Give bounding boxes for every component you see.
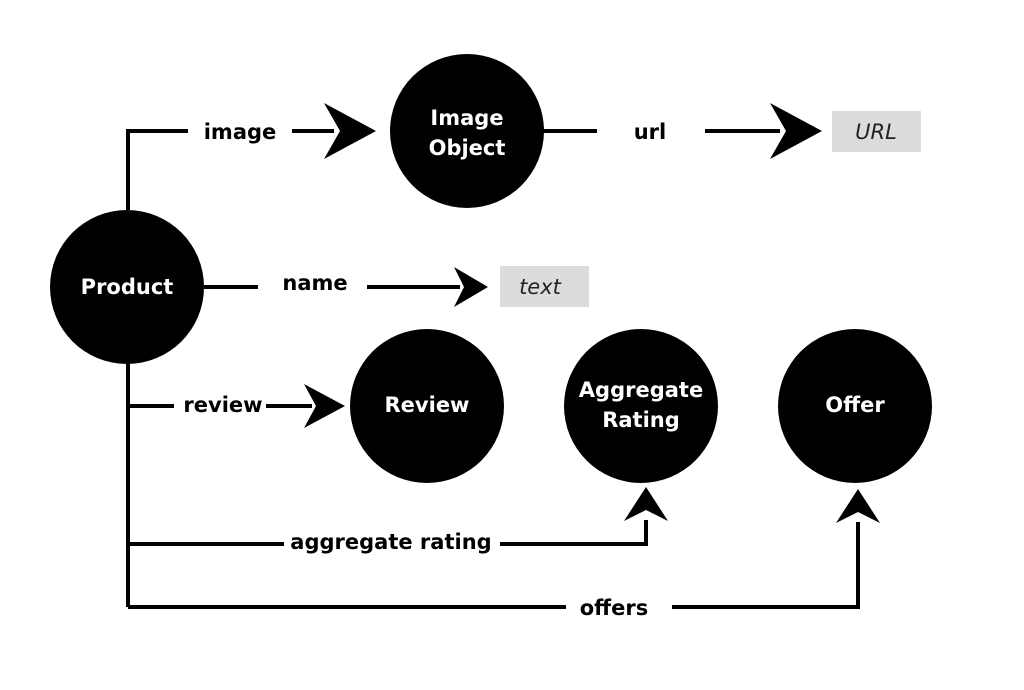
node-aggregate-rating-label-line1: Aggregate [579,378,703,402]
edge-label-review: review [183,393,262,417]
node-aggregate-rating-label-line2: Rating [602,408,680,432]
node-image-object-label-line1: Image [430,106,503,130]
edge-label-aggregate-rating: aggregate rating [290,530,491,554]
literal-text-box [500,266,589,307]
edge-review-line [126,362,312,607]
literal-url: URL [832,111,921,152]
edge-image-arrowhead [324,103,376,159]
node-review: Review [350,329,504,483]
edge-label-url: url [634,120,667,144]
node-review-label: Review [385,393,470,417]
edge-aggregate-rating-line [128,520,648,546]
edge-label-offers: offers [580,596,649,620]
node-aggregate-rating-circle [564,329,718,483]
literal-url-text: URL [855,120,897,144]
node-product-circle [50,210,204,364]
node-product: Product [50,210,204,364]
edge-offers-line [128,522,860,609]
node-aggregate-rating: Aggregate Rating [564,329,718,483]
edge-image-line [126,129,334,210]
literal-url-box [832,111,921,152]
literal-text: text [500,266,589,307]
node-offer-circle [778,329,932,483]
node-image-object-label-line2: Object [429,136,506,160]
edge-url-arrowhead [770,103,822,159]
node-image-object-circle [390,54,544,208]
node-offer-label: Offer [825,393,885,417]
edge-label-name: name [282,271,347,295]
node-image-object: Image Object [390,54,544,208]
node-product-label: Product [81,275,174,299]
edge-aggregate-rating-arrowhead [624,487,668,521]
node-offer: Offer [778,329,932,483]
node-review-circle [350,329,504,483]
edge-label-image: image [204,120,277,144]
literal-text-text: text [519,275,562,299]
edge-offers-arrowhead [836,489,880,523]
edge-review-arrowhead [304,384,345,428]
edge-name-arrowhead [454,267,488,307]
